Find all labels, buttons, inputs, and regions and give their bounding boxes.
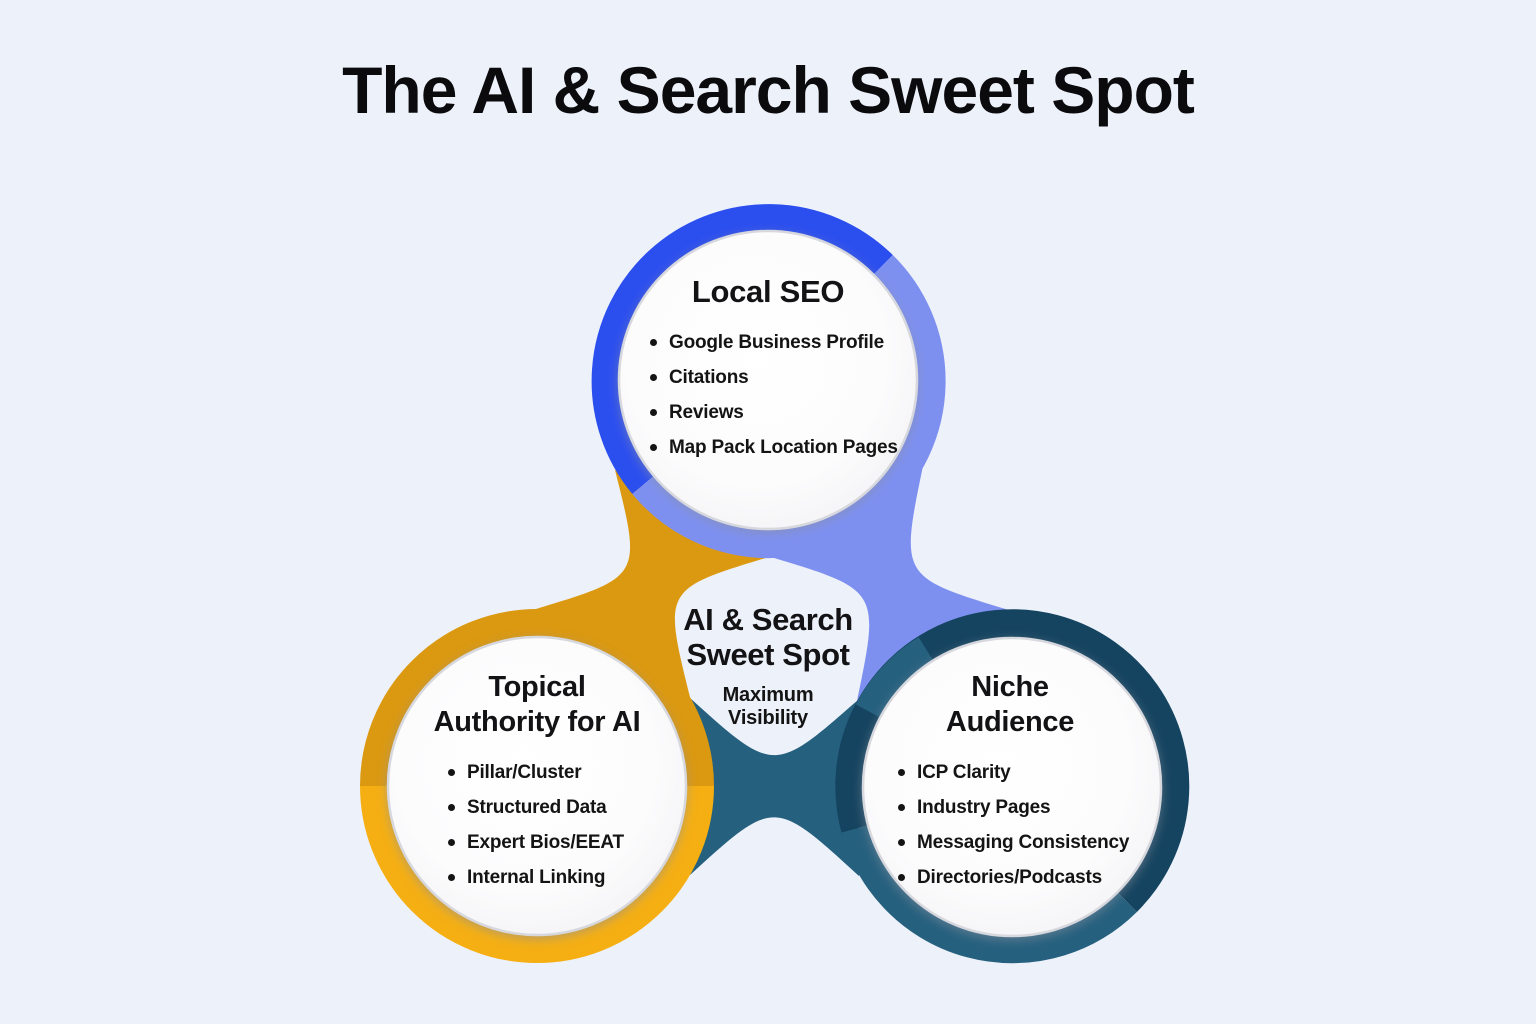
- list-item: Internal Linking: [448, 860, 624, 895]
- local-seo-ring-dark-arc: [591, 204, 893, 494]
- center-title-line: Sweet Spot: [686, 637, 850, 672]
- center-subtitle: Maximum Visibility: [618, 684, 918, 730]
- list-item-label: Citations: [669, 366, 749, 388]
- topical-authority-list: Pillar/Cluster Structured Data Expert Bi…: [448, 755, 624, 895]
- list-item-label: Industry Pages: [917, 796, 1051, 818]
- list-item-label: Google Business Profile: [669, 331, 885, 353]
- niche-audience-title: Niche Audience: [810, 670, 1210, 740]
- niche-ring-junction-wedge: [855, 637, 934, 718]
- topical-inner-circle: [386, 635, 688, 937]
- list-item-label: ICP Clarity: [917, 761, 1011, 783]
- list-item: Google Business Profile: [650, 325, 898, 360]
- list-item: Structured Data: [448, 790, 624, 825]
- title-line: Niche: [971, 671, 1049, 703]
- local-seo-list: Google Business Profile Citations Review…: [650, 325, 898, 465]
- title-line: Topical: [488, 671, 586, 703]
- local-seo-inner-circle: [617, 229, 919, 531]
- topical-authority-ring: [360, 609, 714, 963]
- page-title: The AI & Search Sweet Spot: [342, 53, 1195, 127]
- bullet-icon: [898, 874, 905, 881]
- bullet-icon: [448, 804, 455, 811]
- list-item: Expert Bios/EEAT: [448, 825, 624, 860]
- center-title: AI & Search Sweet Spot: [618, 602, 918, 672]
- list-item-label: Map Pack Location Pages: [669, 436, 898, 458]
- bullet-icon: [650, 409, 657, 416]
- list-item: Map Pack Location Pages: [650, 430, 898, 465]
- center-subtitle-line: Visibility: [728, 707, 808, 729]
- list-item-label: Expert Bios/EEAT: [467, 831, 624, 853]
- list-item-label: Structured Data: [467, 796, 607, 818]
- list-item: Reviews: [650, 395, 898, 430]
- niche-ring-dark-arc: [835, 609, 1190, 912]
- list-item-label: Pillar/Cluster: [467, 761, 582, 783]
- list-item: Citations: [650, 360, 898, 395]
- list-item: Messaging Consistency: [898, 825, 1129, 860]
- bullet-icon: [448, 874, 455, 881]
- list-item-label: Reviews: [669, 401, 744, 423]
- center-subtitle-line: Maximum: [722, 684, 814, 706]
- local-seo-title: Local SEO: [691, 274, 845, 309]
- list-item: Industry Pages: [898, 790, 1129, 825]
- list-item: ICP Clarity: [898, 755, 1129, 790]
- list-item-label: Internal Linking: [467, 866, 606, 888]
- niche-audience-ring: [835, 609, 1190, 964]
- list-item: Directories/Podcasts: [898, 860, 1129, 895]
- niche-ring-light-arc: [841, 825, 1137, 964]
- bullet-icon: [448, 769, 455, 776]
- bullet-icon: [898, 804, 905, 811]
- topical-ring-light-arc: [360, 785, 714, 963]
- list-item: Pillar/Cluster: [448, 755, 624, 790]
- connector-topical-to-niche: [690, 698, 859, 876]
- bullet-icon: [650, 339, 657, 346]
- bullet-icon: [898, 839, 905, 846]
- bullet-icon: [898, 769, 905, 776]
- topical-ring-dark-arc: [360, 609, 714, 787]
- bullet-icon: [650, 374, 657, 381]
- center-title-line: AI & Search: [683, 602, 853, 637]
- bullet-icon: [650, 444, 657, 451]
- title-line: Audience: [945, 706, 1075, 738]
- local-seo-ring: [591, 204, 946, 559]
- niche-inner-circle: [861, 636, 1163, 938]
- title-line: Authority for AI: [433, 706, 641, 738]
- local-seo-ring-light-arc: [632, 255, 946, 559]
- niche-audience-list: ICP Clarity Industry Pages Messaging Con…: [898, 755, 1129, 895]
- list-item-label: Directories/Podcasts: [917, 866, 1103, 888]
- topical-authority-title: Topical Authority for AI: [337, 670, 737, 740]
- bullet-icon: [448, 839, 455, 846]
- list-item-label: Messaging Consistency: [917, 831, 1130, 853]
